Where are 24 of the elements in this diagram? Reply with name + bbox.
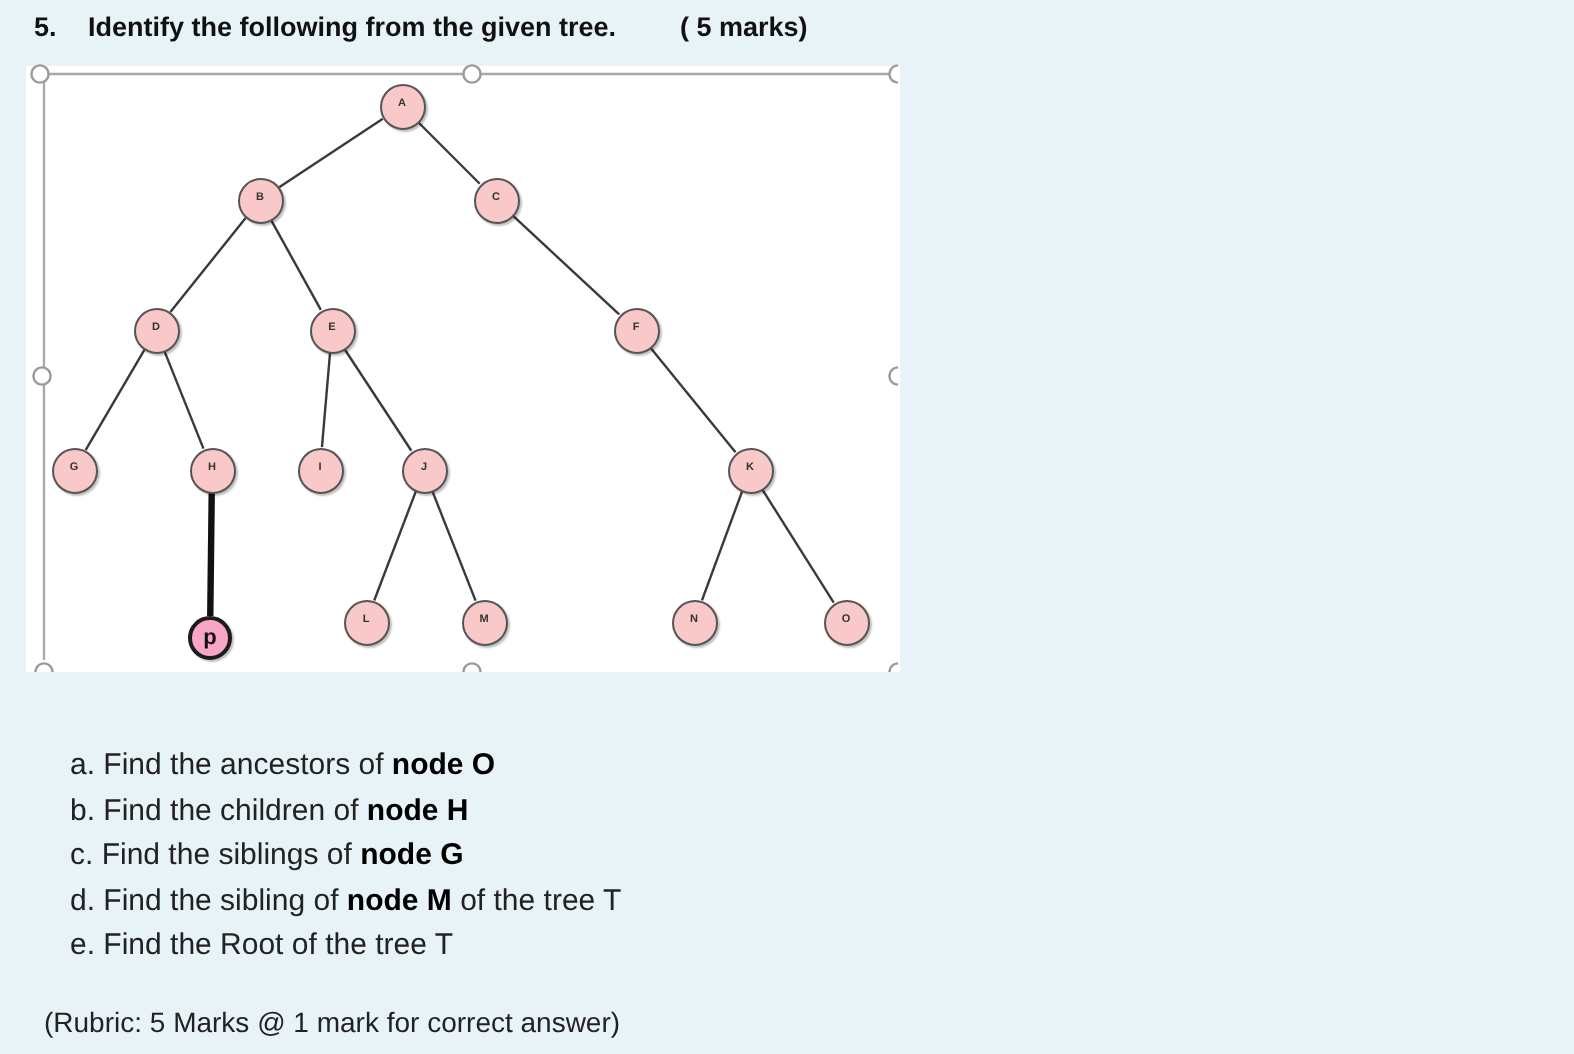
tree-edge xyxy=(649,347,737,453)
tree-edge xyxy=(373,491,417,601)
question-number: 5. xyxy=(34,12,57,44)
tree-edge xyxy=(343,348,413,452)
tree-edge xyxy=(761,488,835,604)
tree-edge xyxy=(417,121,481,185)
marks-note: ( 5 marks) xyxy=(680,12,808,44)
question-text: c. Find the siblings of node G xyxy=(70,838,464,874)
question-text: d. Find the sibling of node M of the tree T xyxy=(70,884,622,920)
tree-edge xyxy=(163,350,205,450)
question-title: Identify the following from the given tree. xyxy=(88,12,617,44)
question-text: b. Find the children of node H xyxy=(70,794,469,830)
tree-edge xyxy=(84,349,146,451)
question-text: e. Find the Root of the tree T xyxy=(70,928,453,964)
tree-edge xyxy=(700,491,744,601)
tree-edge xyxy=(169,217,247,313)
tree-edge xyxy=(270,219,322,311)
question-text: a. Find the ancestors of node O xyxy=(70,748,496,784)
tree-edge xyxy=(431,490,477,602)
rubric-note: (Rubric: 5 Marks @ 1 mark for correct answer) xyxy=(44,1006,621,1040)
tree-edge xyxy=(207,492,215,617)
tree-edge xyxy=(278,117,384,189)
tree-edge xyxy=(320,352,332,448)
tree-edge xyxy=(512,214,620,316)
